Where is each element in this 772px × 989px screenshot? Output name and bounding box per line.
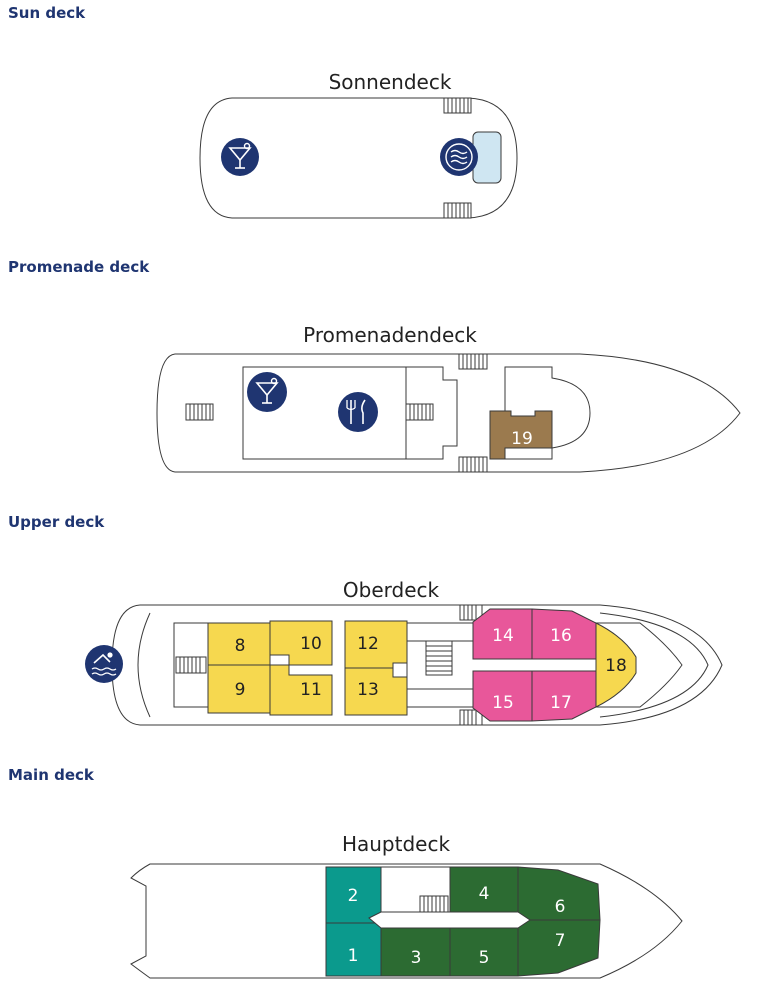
deck-heading: Upper deck (8, 513, 105, 531)
cabin-7[interactable]: 7 (517, 919, 601, 977)
cabin-number: 15 (492, 693, 514, 713)
deck-section-sun: Sun deck Sonnendeck (0, 0, 772, 250)
deck-plan-upper: Oberdeck (85, 578, 723, 726)
cabin-number: 19 (511, 429, 533, 449)
deck-plan-promenade: Promenadendeck (156, 323, 741, 473)
cabin-number: 4 (479, 884, 490, 904)
staircase (443, 97, 472, 114)
cabin-number: 8 (235, 636, 246, 656)
cabin-15[interactable]: 15 (472, 670, 533, 722)
cabin-number: 10 (300, 634, 322, 654)
cabin-11[interactable]: 11 (269, 664, 333, 716)
restaurant-icon (338, 392, 378, 432)
cocktail-bar-icon (247, 372, 287, 412)
staircase (419, 895, 449, 913)
cabin-3[interactable]: 3 (380, 927, 451, 977)
cabin-number: 3 (411, 948, 422, 968)
cabin-number: 14 (492, 626, 514, 646)
staircase (458, 353, 488, 370)
cabin-8[interactable]: 8 (207, 622, 271, 666)
cabin-number: 17 (550, 693, 572, 713)
cabin-10[interactable]: 10 (269, 620, 333, 666)
cabin-number: 2 (348, 886, 359, 906)
cabin-6[interactable]: 6 (517, 866, 601, 921)
cabin-4[interactable]: 4 (449, 866, 519, 913)
staircase (459, 604, 483, 621)
cabin-1[interactable]: 1 (325, 922, 382, 977)
cabin-12[interactable]: 12 (344, 620, 408, 669)
staircase (458, 456, 488, 473)
staircase (175, 656, 207, 674)
staircase (443, 202, 472, 219)
cabin-19[interactable]: 19 (489, 410, 553, 460)
cabin-number: 5 (479, 948, 490, 968)
deck-section-upper: Upper deck Oberdeck (0, 505, 772, 760)
cabin-number: 6 (555, 897, 566, 917)
deck-section-promenade: Promenade deck Promenadendeck (0, 250, 772, 505)
cabin-number: 18 (605, 656, 627, 676)
cabin-number: 16 (550, 626, 572, 646)
cabin-number: 9 (235, 680, 246, 700)
cabin-5[interactable]: 5 (449, 927, 519, 977)
cabin-18[interactable]: 18 (595, 622, 637, 708)
deck-title: Sonnendeck (329, 70, 452, 94)
deck-heading: Promenade deck (8, 258, 150, 276)
cocktail-bar-icon (221, 138, 259, 176)
deck-title: Oberdeck (343, 578, 440, 602)
staircase (185, 403, 214, 421)
deck-section-main: Main deck Hauptdeck 2 1 4 3 5 6 (0, 760, 772, 989)
cabin-number: 1 (348, 946, 359, 966)
cabin-2[interactable]: 2 (325, 866, 382, 924)
staircase (425, 640, 453, 676)
deck-heading: Sun deck (8, 4, 86, 22)
whirlpool-icon (440, 138, 478, 176)
cabin-9[interactable]: 9 (207, 664, 271, 714)
deck-plan-main: Hauptdeck 2 1 4 3 5 6 7 (130, 832, 683, 979)
deck-title: Promenadendeck (303, 323, 477, 347)
staircase (405, 403, 434, 421)
cabin-13[interactable]: 13 (344, 667, 408, 716)
cabin-number: 13 (357, 680, 379, 700)
staircase (459, 709, 483, 726)
bow-rail (599, 612, 709, 718)
cabin-17[interactable]: 17 (531, 670, 597, 722)
swimming-icon (85, 645, 123, 683)
cabin-number: 11 (300, 680, 322, 700)
deck-title: Hauptdeck (342, 832, 451, 856)
cabin-number: 12 (357, 634, 379, 654)
deck-heading: Main deck (8, 766, 94, 784)
cabin-number: 7 (555, 931, 566, 951)
central-corridor (368, 911, 531, 929)
cabin-14[interactable]: 14 (472, 608, 533, 660)
deck-plan-sun: Sonnendeck (199, 70, 518, 219)
stern-rail (137, 612, 151, 718)
